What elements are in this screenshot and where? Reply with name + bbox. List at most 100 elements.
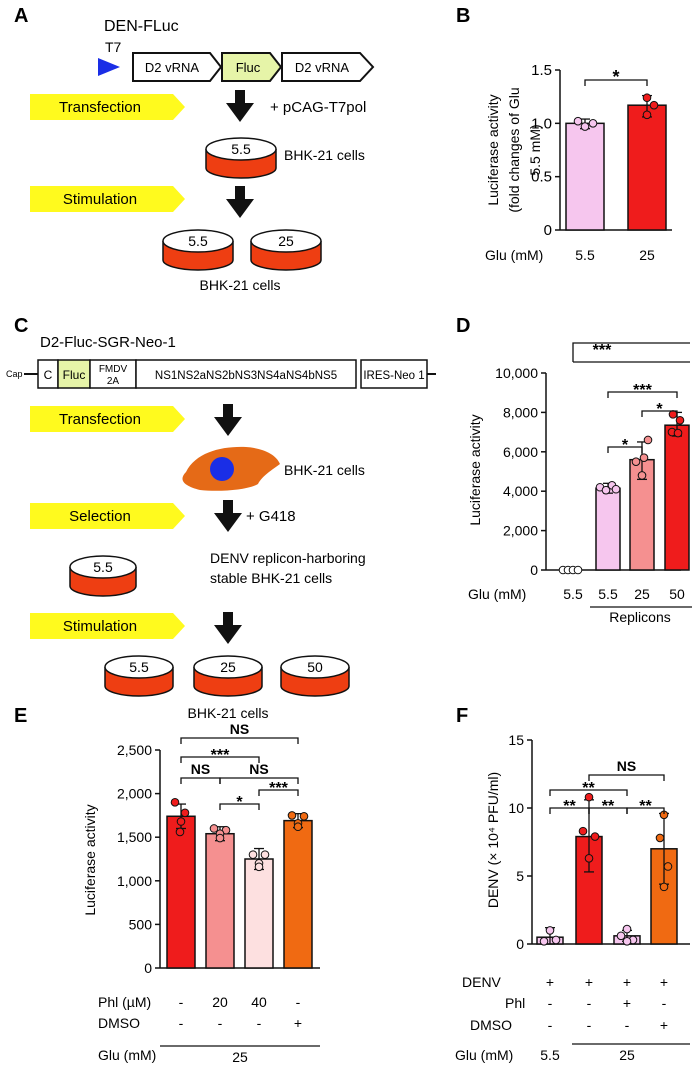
- phl-value: -: [662, 995, 667, 1011]
- significance-label: NS: [191, 761, 210, 777]
- y-tick-label: 5: [516, 868, 524, 884]
- category-label: 5.5: [575, 247, 595, 263]
- data-point: [578, 826, 588, 836]
- data-point: [601, 485, 611, 495]
- svg-text:2A: 2A: [107, 376, 120, 387]
- significance-bracket: [572, 342, 690, 362]
- y-tick-label: 2,000: [503, 523, 538, 539]
- data-point: [293, 822, 303, 832]
- data-point: [611, 484, 621, 494]
- panel-c-schematic: D2-Fluc-SGR-Neo-1 Cap C Fluc FMDV 2A NS1…: [6, 334, 436, 721]
- row-label: Phl: [505, 995, 525, 1011]
- significance-label: *: [656, 401, 663, 418]
- data-point: [584, 792, 594, 802]
- segment-label-d2-vrna-2: D2 vRNA: [295, 60, 350, 75]
- additive-label-a: + pCAG-T7pol: [270, 99, 366, 116]
- significance-bracket: [219, 803, 260, 810]
- panel-letter-a: A: [14, 5, 28, 27]
- significance-bracket: [626, 807, 665, 814]
- data-point: [643, 435, 653, 445]
- dmso-value: -: [257, 1015, 262, 1031]
- phl-value: 20: [212, 994, 228, 1010]
- phl-value: -: [587, 995, 592, 1011]
- svg-text:25: 25: [278, 233, 294, 249]
- y-tick-label: 8,000: [503, 404, 538, 420]
- svg-text:5.5: 5.5: [188, 233, 208, 249]
- svg-text:Transfection: Transfection: [59, 411, 141, 428]
- data-point: [573, 116, 583, 126]
- data-point: [573, 565, 583, 575]
- dish-a3: 25: [250, 229, 322, 271]
- t7-label: T7: [105, 39, 122, 55]
- y-tick-label: 1.5: [531, 62, 552, 79]
- bar: [664, 424, 690, 571]
- significance-bracket: [180, 777, 221, 784]
- svg-text:5.5: 5.5: [129, 659, 149, 675]
- panel-letter-d: D: [456, 315, 470, 337]
- y-axis-label: Luciferase activity: [485, 94, 501, 205]
- category-label: 50: [669, 586, 685, 602]
- dish-c3: 25: [193, 655, 263, 697]
- segment-fmdv-2a: [89, 359, 137, 389]
- significance-label: *: [236, 794, 243, 811]
- significance-label: **: [582, 780, 595, 797]
- data-point: [655, 833, 665, 843]
- significance-label: NS: [230, 721, 249, 737]
- y-axis-label: (fold changes of Glu: [506, 87, 522, 212]
- svg-text:FMDV: FMDV: [99, 364, 128, 375]
- significance-bracket: [641, 410, 678, 417]
- data-point: [248, 850, 258, 859]
- significance-bracket: [588, 774, 665, 781]
- data-point: [663, 862, 673, 871]
- dmso-value: +: [294, 1015, 302, 1031]
- arrow-down-icon: [214, 404, 242, 436]
- y-tick-label: 2,000: [117, 786, 152, 802]
- significance-bracket: [607, 446, 643, 453]
- data-point: [260, 850, 270, 859]
- data-point: [539, 936, 549, 946]
- data-point: [299, 811, 309, 821]
- segment-d2-vrna-1: [132, 52, 223, 82]
- significance-label: **: [639, 798, 652, 815]
- construct-name-c: D2-Fluc-SGR-Neo-1: [40, 334, 176, 351]
- data-point: [673, 428, 683, 438]
- group-label: Replicons: [609, 609, 670, 625]
- step-label-transfection-a: Transfection: [59, 99, 141, 116]
- svg-text:NS1NS2aNS2bNS3NS4aNS4bNS5: NS1NS2aNS2bNS3NS4aNS4bNS5: [155, 370, 337, 382]
- dish-c2: 5.5: [104, 655, 174, 697]
- data-point: [215, 833, 225, 843]
- dmso-value: -: [218, 1015, 223, 1031]
- category-label: 25: [634, 586, 650, 602]
- data-point: [551, 935, 561, 945]
- data-point: [180, 808, 190, 818]
- denv-value: +: [623, 974, 631, 990]
- significance-bracket: [607, 391, 678, 398]
- data-point: [209, 824, 219, 833]
- data-point: [649, 100, 659, 110]
- dmso-value: -: [587, 1017, 592, 1033]
- bar: [565, 122, 605, 231]
- y-tick-label: 10: [508, 800, 524, 816]
- bar: [629, 458, 655, 571]
- data-point: [584, 854, 594, 863]
- panel-letter-e: E: [14, 705, 27, 727]
- row-label: Glu (mM): [98, 1047, 156, 1063]
- data-point: [639, 453, 649, 463]
- bar: [283, 819, 313, 969]
- arrow-down-icon: [214, 612, 242, 644]
- glu-value: 25: [619, 1047, 635, 1063]
- svg-text:C: C: [44, 368, 53, 382]
- y-axis-label: Luciferase activity: [467, 414, 483, 525]
- data-point: [175, 827, 185, 837]
- cells-label-a2: BHK-21 cells: [200, 277, 281, 293]
- significance-bracket: [180, 737, 299, 744]
- significance-label: ***: [593, 342, 612, 359]
- svg-text:Fluc: Fluc: [63, 368, 86, 382]
- row-label: Phl (µM): [98, 994, 151, 1010]
- significance-bracket: [219, 777, 299, 784]
- y-tick-label: 1.0: [531, 115, 552, 132]
- y-tick-label: 500: [129, 916, 153, 932]
- data-point: [545, 926, 555, 935]
